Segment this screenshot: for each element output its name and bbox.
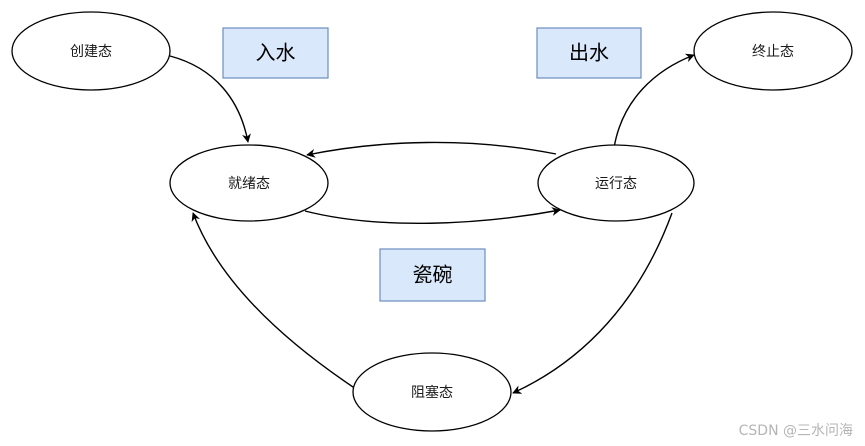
edge-blocked-to-ready <box>191 212 357 390</box>
node-blocked: 阻塞态 <box>352 352 512 432</box>
node-ready: 就绪态 <box>169 144 329 222</box>
node-terminated-label: 终止态 <box>752 44 794 60</box>
node-created: 创建态 <box>11 11 171 91</box>
node-blocked-label: 阻塞态 <box>411 384 453 401</box>
node-running: 运行态 <box>537 144 695 222</box>
edge-running-to-blocked <box>512 212 673 394</box>
edge-running-to-ready <box>306 141 557 158</box>
edge-ready-to-running <box>304 207 561 225</box>
edge-created-to-ready <box>169 55 251 143</box>
watermark: CSDN @三水问海 <box>738 423 853 439</box>
node-ready-label: 就绪态 <box>228 176 270 192</box>
label-in-water: 入水 <box>222 27 329 79</box>
label-out-water: 出水 <box>536 27 642 79</box>
node-running-label: 运行态 <box>595 176 637 192</box>
node-created-label: 创建态 <box>70 44 112 60</box>
node-terminated: 终止态 <box>693 11 853 91</box>
label-bowl-text: 瓷碗 <box>413 263 453 287</box>
label-in-water-text: 入水 <box>256 41 296 65</box>
edge-running-to-terminated <box>613 53 695 149</box>
label-out-water-text: 出水 <box>569 41 609 65</box>
label-bowl: 瓷碗 <box>379 248 486 302</box>
